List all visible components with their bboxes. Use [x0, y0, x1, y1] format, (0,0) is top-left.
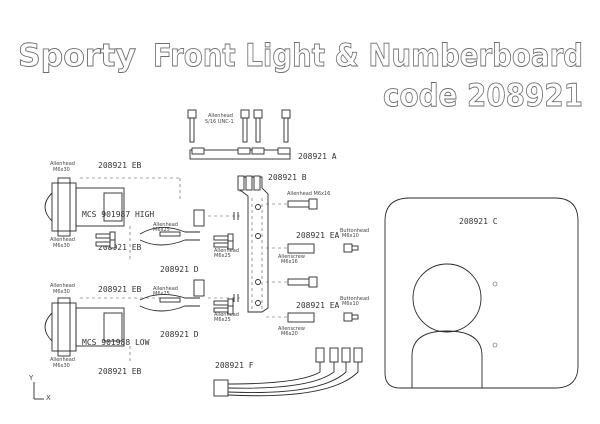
part-d-lower-label: 208921 D [160, 330, 199, 339]
bolt-m6x16-middle [266, 276, 318, 288]
label-ea-upper: 208921 EA [296, 231, 340, 240]
part-a-label: 208921 A [298, 152, 337, 161]
note-buttonhead-2-1: Buttonhead [340, 296, 369, 302]
title-code: code 208921 [383, 78, 583, 114]
note-buttonhead-1-2: M6x10 [342, 233, 359, 239]
axis-triad [33, 382, 44, 400]
note-allenhead-lamp-b-1: Allenhead [50, 237, 75, 243]
label-eb-4: 208921 EB [98, 367, 142, 376]
spacer-ea-upper [266, 243, 359, 254]
note-allenscrew-2-2: M6x20 [281, 331, 298, 337]
note-allenscrew-1-1: Allenscrew [278, 254, 305, 260]
note-allenhead-lamp-d-1: Allenhead [50, 357, 75, 363]
note-allenhead-lamp-c-1: Allenhead [50, 283, 75, 289]
note-allenhead-lamp-c-2: M6x30 [53, 289, 70, 295]
mid-screws-upper [213, 233, 234, 250]
note-allenhead-lamp-a-1: Allenhead [50, 161, 75, 167]
part-d-lower [139, 279, 240, 312]
label-ea-lower: 208921 EA [296, 301, 340, 310]
top-allen-bolts [187, 109, 291, 143]
note-allenhead-mid-1-2: M6x25 [153, 227, 170, 233]
label-eb-2: 208921 EB [98, 243, 142, 252]
note-allenhead-mid-1-1: Allenhead [153, 222, 178, 228]
part-c-label: 208921 C [459, 217, 498, 226]
note-allenhead-mid-2-2: M6x25 [214, 253, 231, 259]
part-f-wiring [213, 347, 363, 397]
label-eb-1: 208921 EB [98, 161, 142, 170]
note-allenhead-top-2: 5/16 UNC-1 [205, 119, 234, 125]
part-d-upper-label: 208921 D [160, 265, 199, 274]
lower-lamp-low [44, 297, 180, 362]
axis-y-label: Y [28, 374, 34, 382]
mid-screws-lower [213, 298, 234, 315]
note-allenhead-mid-2-1: Allenhead [214, 248, 239, 254]
part-c-numberboard [384, 197, 579, 389]
label-eb-3: 208921 EB [98, 285, 142, 294]
note-allenhead-lamp-d-2: M6x30 [53, 363, 70, 369]
part-b-label: 208921 B [268, 173, 307, 182]
note-allenhead-top-1: Allenhead [208, 113, 233, 119]
note-allenhead-lamp-a-2: M6x30 [53, 167, 70, 173]
note-allenhead-mid-4-1: Allenhead [214, 312, 239, 318]
upper-lamp-screws [95, 231, 116, 249]
lamp-low-label: MCS 901988 LOW [82, 338, 150, 347]
note-allenhead-m6x16: Allenhead M6x16 [287, 191, 330, 197]
title-sporty: Sporty [18, 38, 136, 74]
note-allenhead-mid-4-2: M6x25 [214, 317, 231, 323]
part-d-upper [139, 209, 240, 246]
axis-x-label: X [46, 394, 51, 402]
note-buttonhead-2-2: M6x10 [342, 301, 359, 307]
bolt-m6x16-upper [266, 198, 318, 210]
note-allenhead-mid-3-2: M6x25 [153, 291, 170, 297]
title-front-light-numberboard: Front Light & Numberboard [153, 38, 583, 74]
part-f-label: 208921 F [215, 361, 254, 370]
note-allenhead-lamp-b-2: M6x30 [53, 243, 70, 249]
upper-lamp-high [44, 177, 181, 262]
part-a-bar [189, 147, 291, 160]
lamp-high-label: MCS 901987 HIGH [82, 210, 154, 219]
spacer-ea-lower [266, 312, 359, 323]
note-allenscrew-2-1: Allenscrew [278, 326, 305, 332]
note-allenscrew-1-2: M6x16 [281, 259, 298, 265]
note-allenhead-mid-3-1: Allenhead [153, 286, 178, 292]
note-buttonhead-1-1: Buttonhead [340, 228, 369, 234]
part-b-bracket [237, 175, 269, 313]
